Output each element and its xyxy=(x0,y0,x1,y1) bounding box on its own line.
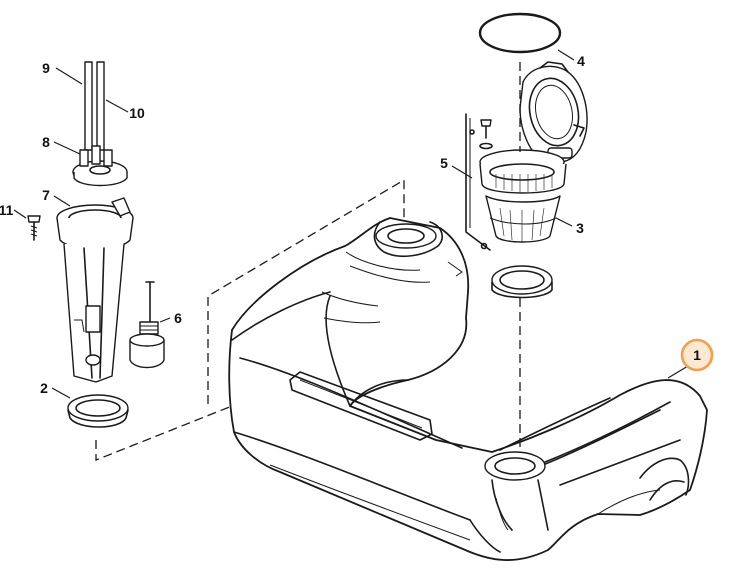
callout-8: 8 xyxy=(42,134,50,150)
callout-3: 3 xyxy=(576,220,584,236)
callout-6: 6 xyxy=(174,310,182,326)
rods[interactable] xyxy=(84,61,105,151)
float-sensor[interactable] xyxy=(129,281,165,369)
o-ring[interactable] xyxy=(478,12,562,54)
basket-mesh xyxy=(495,174,553,242)
callout-9: 9 xyxy=(42,60,50,76)
callout-10: 10 xyxy=(129,105,145,121)
callout-1-label: 1 xyxy=(693,347,701,363)
housing-bracket[interactable] xyxy=(465,113,491,251)
callout-5: 5 xyxy=(440,155,448,171)
callout-4: 4 xyxy=(577,53,585,69)
callout-11: 11 xyxy=(0,202,14,218)
callout-7: 7 xyxy=(42,187,50,203)
tank-body[interactable] xyxy=(228,217,708,561)
basket-seal-ring[interactable] xyxy=(491,265,553,299)
strainer-basket[interactable] xyxy=(479,149,567,243)
callout-1-highlight xyxy=(680,338,714,372)
callout-2: 2 xyxy=(40,380,48,396)
assembly-line-left-top xyxy=(207,178,405,404)
leader-lines xyxy=(13,49,689,399)
pickup-tube-assembly[interactable] xyxy=(56,197,134,383)
basket-screw[interactable] xyxy=(479,119,493,150)
gasket-ring[interactable] xyxy=(67,394,129,428)
sender-head[interactable] xyxy=(72,145,128,187)
screw-11[interactable] xyxy=(27,215,41,241)
filler-cap[interactable] xyxy=(519,61,588,163)
assembly-line-left-bottom xyxy=(95,405,233,461)
callout-1: 1 xyxy=(680,338,714,372)
